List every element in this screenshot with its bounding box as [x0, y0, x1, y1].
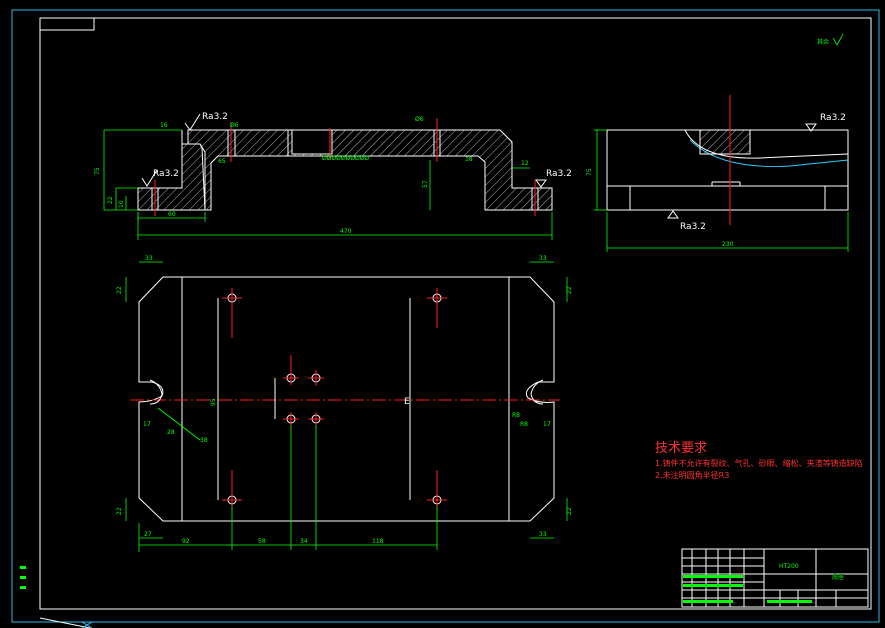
- dim-overall-length: 470: [340, 228, 352, 235]
- dim-chain-4: 118: [372, 538, 384, 545]
- drawing-frame: [11, 9, 880, 628]
- svg-text:Ø6: Ø6: [230, 122, 239, 129]
- dim-h22: 22: [107, 196, 114, 204]
- dim-bot-33: 33: [539, 531, 547, 538]
- roughness-label-left: Ra3.2: [153, 169, 179, 179]
- dim-chain-1: 92: [182, 538, 190, 545]
- dim-r-R8b: R8: [520, 421, 528, 428]
- dim-height-front: 75: [94, 167, 101, 175]
- dim-height-side: 75: [586, 168, 593, 176]
- svg-text:Ø6: Ø6: [415, 116, 424, 123]
- notes-title: 技术要求: [655, 441, 707, 456]
- dim-plan-95: 95: [210, 398, 217, 406]
- svg-text:ØØØØØØØØØØ: ØØØØØØØØØØ: [322, 155, 370, 162]
- dim-chain-2: 58: [258, 538, 266, 545]
- plan-outline: [138, 276, 555, 522]
- dim-right-22b: 22: [566, 507, 573, 515]
- front-section-view: [137, 118, 553, 216]
- dim-r-17a: 17: [143, 421, 151, 428]
- dim-h65: 65: [218, 158, 226, 165]
- roughness-corner-note: 其余: [817, 33, 844, 46]
- dim-chain-3: 34: [300, 538, 308, 545]
- notes-line1: 1.铸件不允许有裂纹、气孔、砂眼、缩松、夹渣等铸造缺陷: [655, 458, 863, 468]
- dim-bot-27: 27: [144, 531, 152, 538]
- roughness-label-side-top: Ra3.2: [820, 113, 846, 123]
- dim-plan-E: E: [404, 397, 410, 407]
- technical-notes: 技术要求 1.铸件不允许有裂纹、气孔、砂眼、缩松、夹渣等铸造缺陷 2.未注明圆角…: [655, 441, 863, 480]
- dim-top-33b: 33: [539, 255, 547, 262]
- dim-h16: 16: [160, 122, 168, 129]
- plan-view: 95 E: [130, 276, 560, 522]
- roughness-label-main: Ra3.2: [202, 112, 228, 122]
- title-block-part-name: 底座: [832, 573, 844, 581]
- dim-left-22a: 22: [116, 286, 123, 294]
- dim-side-width: 230: [722, 241, 734, 248]
- dim-r-38: 38: [200, 437, 208, 444]
- dim-left-22b: 22: [116, 507, 123, 515]
- dim-h18: 18: [465, 156, 473, 163]
- title-block: HT200 底座: [681, 548, 869, 608]
- dim-top-33a: 33: [145, 255, 153, 262]
- roughness-label-right: Ra3.2: [546, 169, 572, 179]
- corner-roughness-label: 其余: [817, 38, 829, 46]
- plan-view-dimensions: 33 33 22 22 22 22 27 33 92 58 34 118 17 …: [116, 255, 573, 552]
- roughness-label-side-bottom: Ra3.2: [680, 222, 706, 232]
- frame-side-marks: [20, 566, 26, 589]
- title-block-material: HT200: [779, 563, 799, 570]
- notes-line2: 2.未注明圆角半径R3: [655, 470, 729, 480]
- front-view-dimensions: 75 22 10 60 470 57 12 16 18 65 Ø6 Ø6 ØØØ…: [94, 116, 553, 240]
- dim-r-R8a: R8: [512, 412, 520, 419]
- section-hatch-main: [187, 129, 553, 211]
- dim-h12: 12: [521, 160, 529, 167]
- dim-h10: 10: [118, 200, 125, 208]
- dim-r-17b: 17: [543, 421, 551, 428]
- side-view: 75 230 Ra3.2 Ra3.2: [586, 95, 849, 252]
- roughness-symbols-front: Ra3.2 Ra3.2 Ra3.2: [141, 112, 572, 188]
- dim-h57: 57: [422, 180, 429, 188]
- dim-left-step: 60: [168, 211, 176, 218]
- dim-r-28: 28: [167, 429, 175, 436]
- dim-right-22a: 22: [566, 286, 573, 294]
